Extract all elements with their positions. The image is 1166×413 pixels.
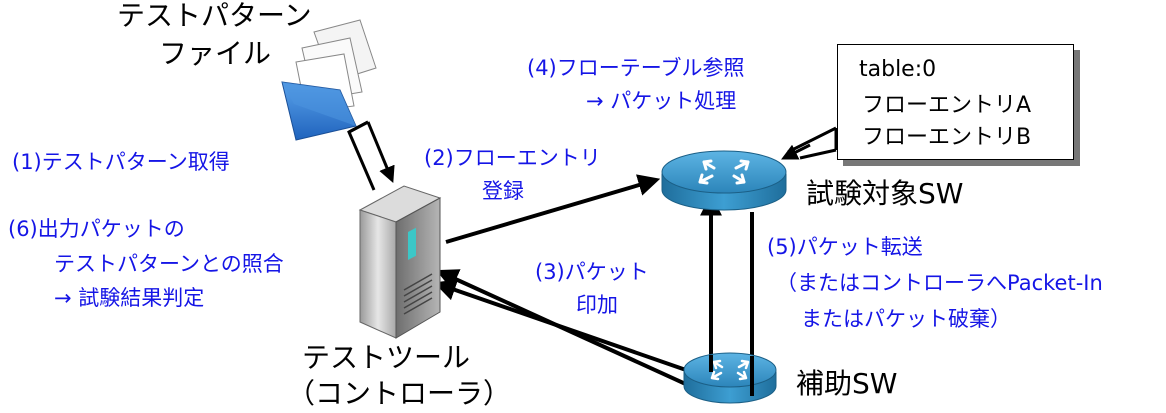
arrow-file-to-tool — [347, 120, 395, 191]
step-4-label-line2: → パケット処理 — [586, 89, 737, 113]
target-switch-label: 試験対象SW — [806, 177, 964, 210]
arrow-table-to-switch — [781, 126, 838, 160]
step-3-label-line2: 印加 — [576, 293, 618, 317]
arrow-packet-return — [433, 279, 687, 372]
network-switch-icon — [683, 352, 777, 404]
step-4-label-line1: (4)フローテーブル参照 — [527, 56, 745, 80]
flow-entry-a: フローエントリA — [862, 93, 1032, 118]
file-label-line1: テストパターン — [117, 0, 312, 32]
step-6-label-line3: → 試験結果判定 — [54, 286, 205, 310]
step-5-label-line3: またはパケット破棄） — [801, 307, 1011, 331]
step-6-label-line2: テストパターンとの照合 — [54, 252, 284, 276]
step-3-label-line1: (3)パケット — [535, 260, 649, 284]
step-2-label-line2: 登録 — [482, 179, 524, 203]
tool-label-line1: テストツール — [302, 341, 471, 374]
network-switch-icon — [661, 150, 787, 211]
server-tower-icon — [358, 185, 442, 339]
step-2-label-line1: (2)フローエントリ — [424, 146, 601, 170]
flow-table-box: table:0 フローエントリA フローエントリB — [837, 44, 1074, 160]
flow-table-title: table:0 — [859, 57, 937, 82]
step-1-label: (1)テストパターン取得 — [12, 150, 230, 174]
aux-switch-label: 補助SW — [796, 367, 898, 400]
step-6-label-line1: (6)出力パケットの — [8, 217, 185, 241]
step-5-label-line1: (5)パケット転送 — [767, 235, 923, 259]
flow-entry-b: フローエントリB — [862, 125, 1032, 150]
file-label-line2: ファイル — [159, 37, 272, 70]
folder-with-papers-icon — [281, 19, 377, 141]
tool-label-line2: （コントローラ） — [287, 377, 512, 410]
arrow-flow-entry-register — [445, 174, 661, 244]
step-5-label-line2: （またはコントローラへPacket-In — [776, 271, 1103, 295]
